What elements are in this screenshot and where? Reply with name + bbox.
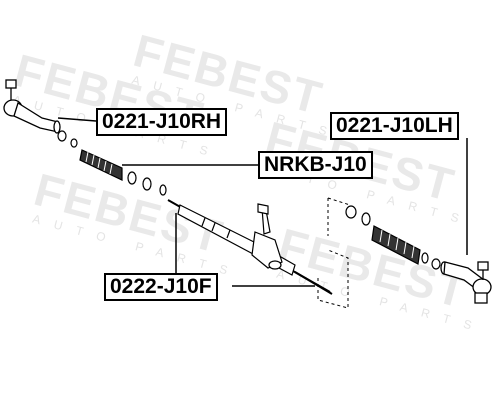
lock-nut-left: [57, 130, 67, 142]
clamp-right: [361, 212, 371, 226]
tie-rod-end-rh: [3, 79, 61, 134]
boot-right-nut: [431, 258, 441, 270]
dashed-frame-left: [317, 198, 349, 309]
tie-rod-end-lh-nut: [477, 261, 489, 271]
part-label-tie-rod-end-rh: 0221-J10RH: [96, 108, 228, 136]
pinion-boss: [268, 260, 282, 270]
washer-left: [70, 138, 78, 148]
watermark-group: FEBEST AUTO PARTS FEBEST AUTO PARTS FEBE…: [9, 24, 487, 336]
rack-housing-band-1: [201, 217, 231, 239]
tie-rod-end-rh-collar: [53, 120, 61, 134]
leader-rh: [57, 117, 97, 122]
tie-rod-end-lh: [440, 261, 492, 304]
part-label-boot-kit: NRKB-J10: [258, 151, 373, 179]
rack-end-rod: [294, 271, 333, 295]
small-parts-left: [57, 130, 78, 148]
steering-rack: [167, 199, 333, 295]
tie-rod-end-rh-nut: [5, 79, 17, 89]
dashed-frame-right: [327, 197, 351, 206]
boot-left-clamp: [127, 171, 137, 185]
boot-right-clip: [421, 252, 429, 264]
boot-right: [371, 225, 441, 270]
boot-right-ribs: [379, 229, 415, 259]
ring-right: [345, 205, 357, 219]
boot-left-ribs: [85, 151, 113, 175]
boot-right-body: [371, 225, 421, 265]
part-label-tie-rod-end-lh: 0221-J10LH: [330, 112, 459, 140]
boot-left-ring: [159, 184, 167, 196]
tie-rod-end-lh-boot: [474, 292, 488, 304]
pinion-top: [257, 203, 269, 215]
leader-lines: [57, 117, 468, 287]
dashed-frame: [317, 197, 351, 309]
boot-left: [79, 149, 167, 196]
boot-left-body: [79, 149, 123, 181]
part-label-tie-rod: 0222-J10F: [104, 273, 218, 301]
small-parts-right: [345, 205, 371, 226]
boot-left-clip: [142, 177, 152, 191]
